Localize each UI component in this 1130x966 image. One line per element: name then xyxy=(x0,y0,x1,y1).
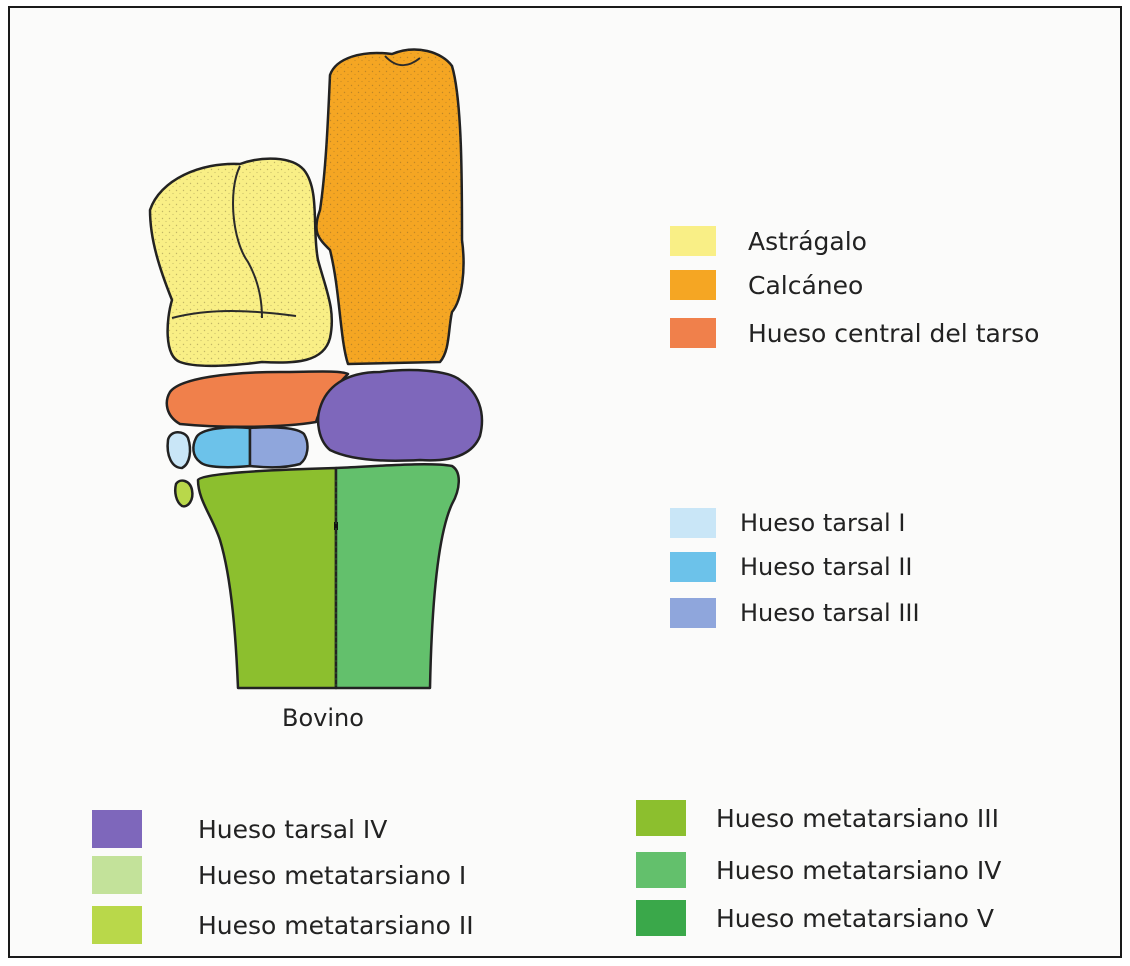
legend-tarsal-i: Hueso tarsal I xyxy=(670,508,905,538)
tarsal-i-bone xyxy=(168,432,190,468)
legend-metatarsiano-iii: Hueso metatarsiano III xyxy=(636,800,999,836)
legend-calcaneo: Calcáneo xyxy=(670,270,863,300)
legend-label: Calcáneo xyxy=(748,271,863,300)
legend-label: Hueso tarsal IV xyxy=(198,815,387,844)
legend-swatch xyxy=(670,318,716,348)
legend-metatarsiano-v: Hueso metatarsiano V xyxy=(636,900,994,936)
tarsal-iv-bone xyxy=(318,370,482,461)
legend-swatch xyxy=(92,810,142,848)
legend-label: Hueso tarsal II xyxy=(740,553,913,581)
metatarsiano-iii-bone xyxy=(198,468,336,688)
legend-central-tarso: Hueso central del tarso xyxy=(670,318,1039,348)
legend-label: Hueso tarsal III xyxy=(740,599,920,627)
legend-label: Hueso tarsal I xyxy=(740,509,905,537)
tarsal-ii-bone xyxy=(193,427,250,467)
legend-label: Hueso metatarsiano IV xyxy=(716,856,1001,885)
legend-swatch xyxy=(670,270,716,300)
legend-swatch xyxy=(636,900,686,936)
legend-label: Hueso metatarsiano V xyxy=(716,904,994,933)
legend-swatch xyxy=(670,552,716,582)
legend-swatch xyxy=(92,906,142,944)
legend-swatch xyxy=(636,800,686,836)
legend-metatarsiano-ii: Hueso metatarsiano II xyxy=(92,906,474,944)
astragalo-texture xyxy=(150,159,332,366)
figure-caption: Bovino xyxy=(282,704,364,732)
legend-label: Astrágalo xyxy=(748,227,867,256)
legend-swatch xyxy=(670,508,716,538)
legend-metatarsiano-iv: Hueso metatarsiano IV xyxy=(636,852,1001,888)
metatarsiano-iv-bone xyxy=(336,464,459,688)
legend-label: Hueso metatarsiano III xyxy=(716,804,999,833)
legend-tarsal-iv: Hueso tarsal IV xyxy=(92,810,387,848)
legend-swatch xyxy=(670,598,716,628)
calcaneo-texture xyxy=(316,50,463,364)
legend-label: Hueso metatarsiano II xyxy=(198,911,474,940)
legend-tarsal-iii: Hueso tarsal III xyxy=(670,598,920,628)
legend-swatch xyxy=(636,852,686,888)
legend-swatch xyxy=(670,226,716,256)
metatarsiano-ii-bone xyxy=(175,481,192,507)
legend-tarsal-ii: Hueso tarsal II xyxy=(670,552,913,582)
legend-metatarsiano-i: Hueso metatarsiano I xyxy=(92,856,466,894)
legend-swatch xyxy=(92,856,142,894)
tarsal-iii-bone xyxy=(250,427,307,467)
legend-label: Hueso central del tarso xyxy=(748,319,1039,348)
legend-astragalo: Astrágalo xyxy=(670,226,867,256)
legend-label: Hueso metatarsiano I xyxy=(198,861,466,890)
